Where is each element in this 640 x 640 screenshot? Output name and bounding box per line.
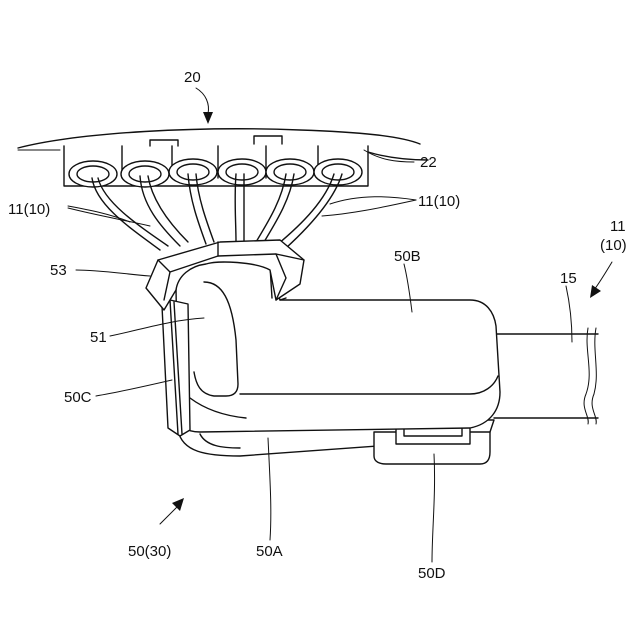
label-53: 53 xyxy=(50,262,67,279)
label-50B: 50B xyxy=(394,248,421,265)
connector-body-50B xyxy=(176,260,500,432)
label-15: 15 xyxy=(560,270,577,287)
label-20: 20 xyxy=(184,69,201,86)
cable-15 xyxy=(494,328,598,424)
label-22: 22 xyxy=(420,154,437,171)
label-10-paren: (10) xyxy=(600,237,627,254)
label-50A: 50A xyxy=(256,543,283,560)
label-51: 51 xyxy=(90,329,107,346)
label-50C: 50C xyxy=(64,389,92,406)
label-11-10-right: 11(10) xyxy=(418,193,460,210)
label-11: 11 xyxy=(610,218,626,235)
label-50-30: 50(30) xyxy=(128,543,171,560)
label-50D: 50D xyxy=(418,565,446,582)
label-11-10-left: 11(10) xyxy=(8,201,50,218)
